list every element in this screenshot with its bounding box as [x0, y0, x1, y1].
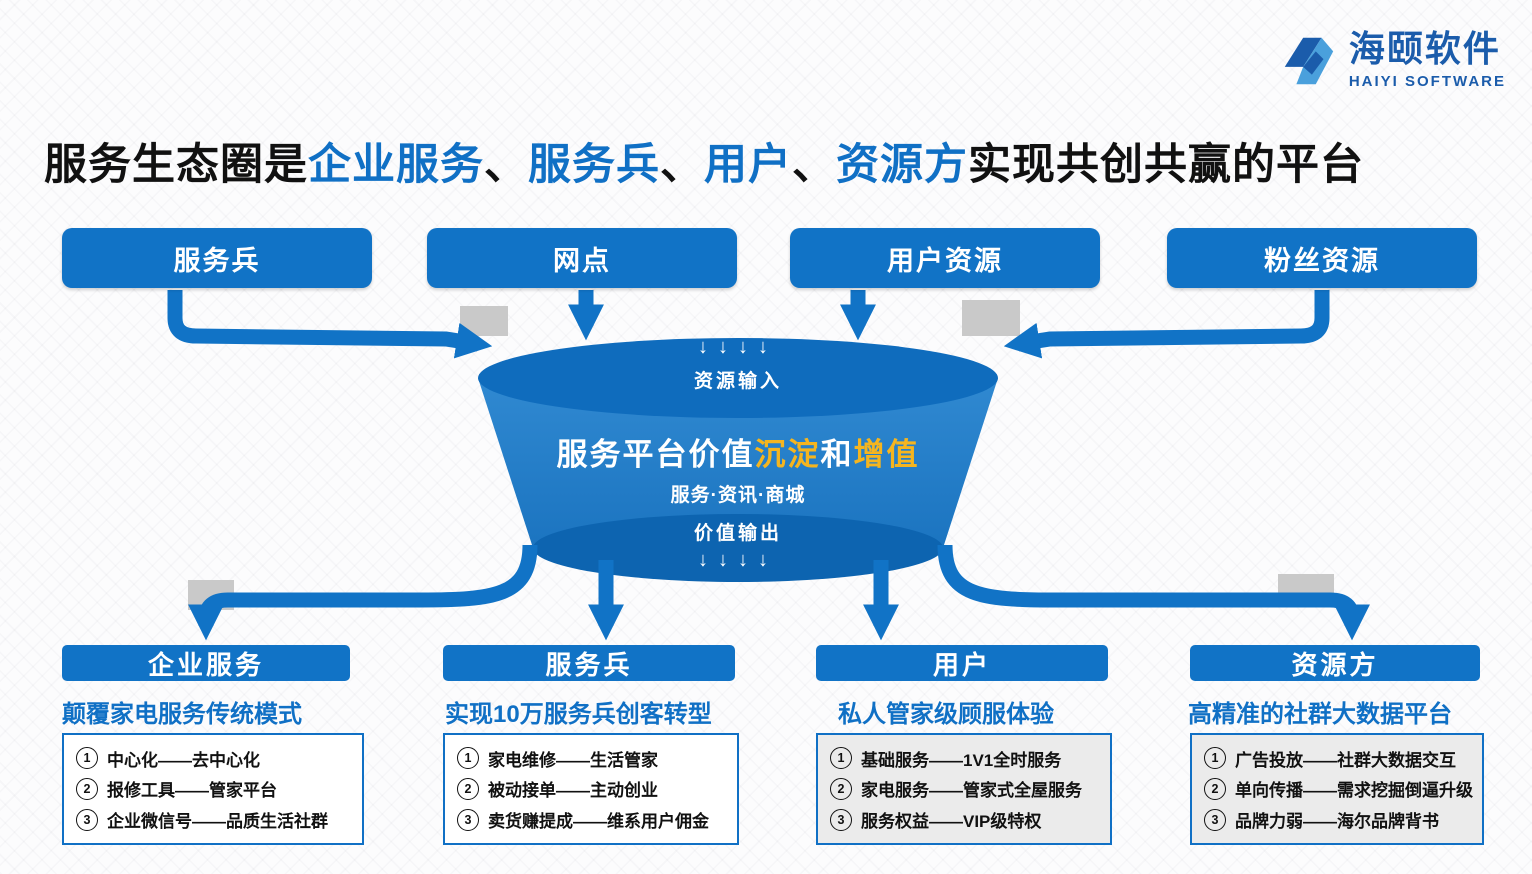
funnel-input-label: 资源输入 — [693, 371, 782, 392]
section-list-resource: 1 广告投放——社群大数据交互 2 单向传播——需求挖掘倒逼升级 3 品牌力弱—… — [1190, 733, 1484, 845]
section-subtitle-servicemen: 实现10万服务兵创客转型 — [445, 701, 712, 728]
list-item-text: 单向传播——需求挖掘倒逼升级 — [1235, 781, 1473, 801]
list-item: 1 广告投放——社群大数据交互 — [1204, 746, 1470, 771]
funnel-bottom-ellipse — [533, 514, 943, 582]
section-header-resource: 资源方 — [1190, 645, 1480, 681]
circled-number-icon: 2 — [1204, 777, 1226, 800]
circled-number-icon: 1 — [1204, 747, 1226, 770]
arrow-servicemen-to-funnel — [167, 290, 493, 359]
title-segment-highlight: 用户 — [704, 141, 792, 189]
list-item: 1 家电维修——生活管家 — [457, 746, 725, 771]
arrow-fans-to-funnel — [1003, 290, 1330, 359]
shadow-block — [962, 300, 1020, 336]
title-segment: 、 — [484, 141, 528, 189]
circled-number-icon: 1 — [457, 747, 479, 770]
circled-number-icon: 1 — [830, 747, 852, 770]
top-box-fan-resources: 粉丝资源 — [1167, 228, 1477, 288]
title-segment-highlight: 资源方 — [836, 141, 968, 189]
circled-number-icon: 1 — [76, 747, 98, 770]
section-subtitle-user: 私人管家级顾服体验 — [838, 701, 1054, 728]
funnel-sub-label: 服务·资讯·商城 — [670, 485, 806, 506]
top-box-servicemen: 服务兵 — [62, 228, 372, 288]
section-list-servicemen: 1 家电维修——生活管家 2 被动接单——主动创业 3 卖货赚提成——维系用户佣… — [443, 733, 739, 845]
section-subtitle-enterprise: 颠覆家电服务传统模式 — [62, 701, 302, 728]
funnel-top-ellipse — [478, 338, 998, 418]
funnel-core-text: 和 — [820, 437, 854, 472]
circled-number-icon: 2 — [76, 777, 98, 800]
section-header-user: 用户 — [816, 645, 1108, 681]
list-item-text: 企业微信号——品质生活社群 — [107, 812, 328, 832]
top-box-user-resources: 用户资源 — [790, 228, 1100, 288]
list-item-text: 服务权益——VIP级特权 — [861, 812, 1042, 832]
shadow-block — [460, 306, 508, 336]
funnel-core-label: 服务平台价值沉淀和增值 — [488, 429, 988, 474]
list-item-text: 基础服务——1V1全时服务 — [861, 750, 1062, 770]
section-list-enterprise: 1 中心化——去中心化 2 报修工具——管家平台 3 企业微信号——品质生活社群 — [62, 733, 364, 845]
arrow-funnel-to-resource — [937, 544, 1371, 641]
list-item: 1 基础服务——1V1全时服务 — [830, 746, 1098, 771]
list-item-text: 被动接单——主动创业 — [488, 781, 658, 801]
list-item-text: 家电维修——生活管家 — [488, 750, 658, 770]
funnel-body — [478, 378, 998, 548]
funnel-core-highlight: 增值 — [853, 437, 920, 472]
list-item-text: 中心化——去中心化 — [107, 750, 260, 770]
list-item: 1 中心化——去中心化 — [76, 746, 350, 771]
circled-number-icon: 3 — [830, 808, 852, 831]
title-segment-highlight: 企业服务 — [308, 141, 484, 189]
list-item: 2 被动接单——主动创业 — [457, 776, 725, 801]
list-item-text: 报修工具——管家平台 — [107, 781, 277, 801]
circled-number-icon: 2 — [830, 777, 852, 800]
list-item: 3 品牌力弱——海尔品牌背书 — [1204, 807, 1470, 832]
logo-company-subtitle: HAIYI SOFTWARE — [1348, 72, 1506, 90]
list-item-text: 家电服务——管家式全屋服务 — [861, 781, 1082, 801]
section-header-servicemen: 服务兵 — [443, 645, 735, 681]
title-segment-highlight: 服务兵 — [528, 141, 660, 189]
top-box-outlets: 网点 — [427, 228, 737, 288]
section-header-enterprise: 企业服务 — [62, 645, 350, 681]
title-segment: 实现共创共赢的平台 — [968, 141, 1364, 189]
circled-number-icon: 2 — [457, 777, 479, 800]
circled-number-icon: 3 — [1204, 808, 1226, 831]
company-logo: 海颐软件 HAIYI SOFTWARE — [1277, 30, 1506, 92]
section-list-user: 1 基础服务——1V1全时服务 2 家电服务——管家式全屋服务 3 服务权益——… — [816, 733, 1112, 845]
list-item-text: 卖货赚提成——维系用户佣金 — [488, 812, 709, 832]
title-segment: 、 — [660, 141, 704, 189]
list-item-text: 广告投放——社群大数据交互 — [1235, 750, 1456, 770]
circled-number-icon: 3 — [457, 808, 479, 831]
list-item-text: 品牌力弱——海尔品牌背书 — [1235, 812, 1439, 832]
arrow-funnel-to-enterprise — [187, 544, 538, 641]
list-item: 2 单向传播——需求挖掘倒逼升级 — [1204, 776, 1473, 801]
list-item: 2 家电服务——管家式全屋服务 — [830, 776, 1098, 801]
funnel-core-highlight: 沉淀 — [754, 437, 821, 472]
page-title: 服务生态圈是企业服务、服务兵、用户、资源方实现共创共赢的平台 — [44, 130, 1364, 192]
funnel-input-arrows-icon: ↓↓↓↓ — [698, 336, 778, 358]
title-segment: 、 — [792, 141, 836, 189]
logo-text: 海颐软件 HAIYI SOFTWARE — [1349, 30, 1506, 90]
circled-number-icon: 3 — [76, 808, 98, 831]
funnel-output-label: 价值输出 — [693, 523, 782, 544]
title-segment: 服务生态圈是 — [44, 141, 308, 189]
list-item: 3 企业微信号——品质生活社群 — [76, 807, 350, 832]
list-item: 2 报修工具——管家平台 — [76, 776, 350, 801]
list-item: 3 服务权益——VIP级特权 — [830, 807, 1098, 832]
logo-company-name: 海颐软件 — [1348, 28, 1501, 69]
funnel-core-text: 服务平台价值 — [556, 437, 755, 472]
haiyi-logo-icon — [1284, 37, 1334, 85]
funnel-output-arrows-icon: ↓↓↓↓ — [698, 549, 778, 571]
list-item: 3 卖货赚提成——维系用户佣金 — [457, 807, 725, 832]
section-subtitle-resource: 高精准的社群大数据平台 — [1188, 701, 1452, 728]
